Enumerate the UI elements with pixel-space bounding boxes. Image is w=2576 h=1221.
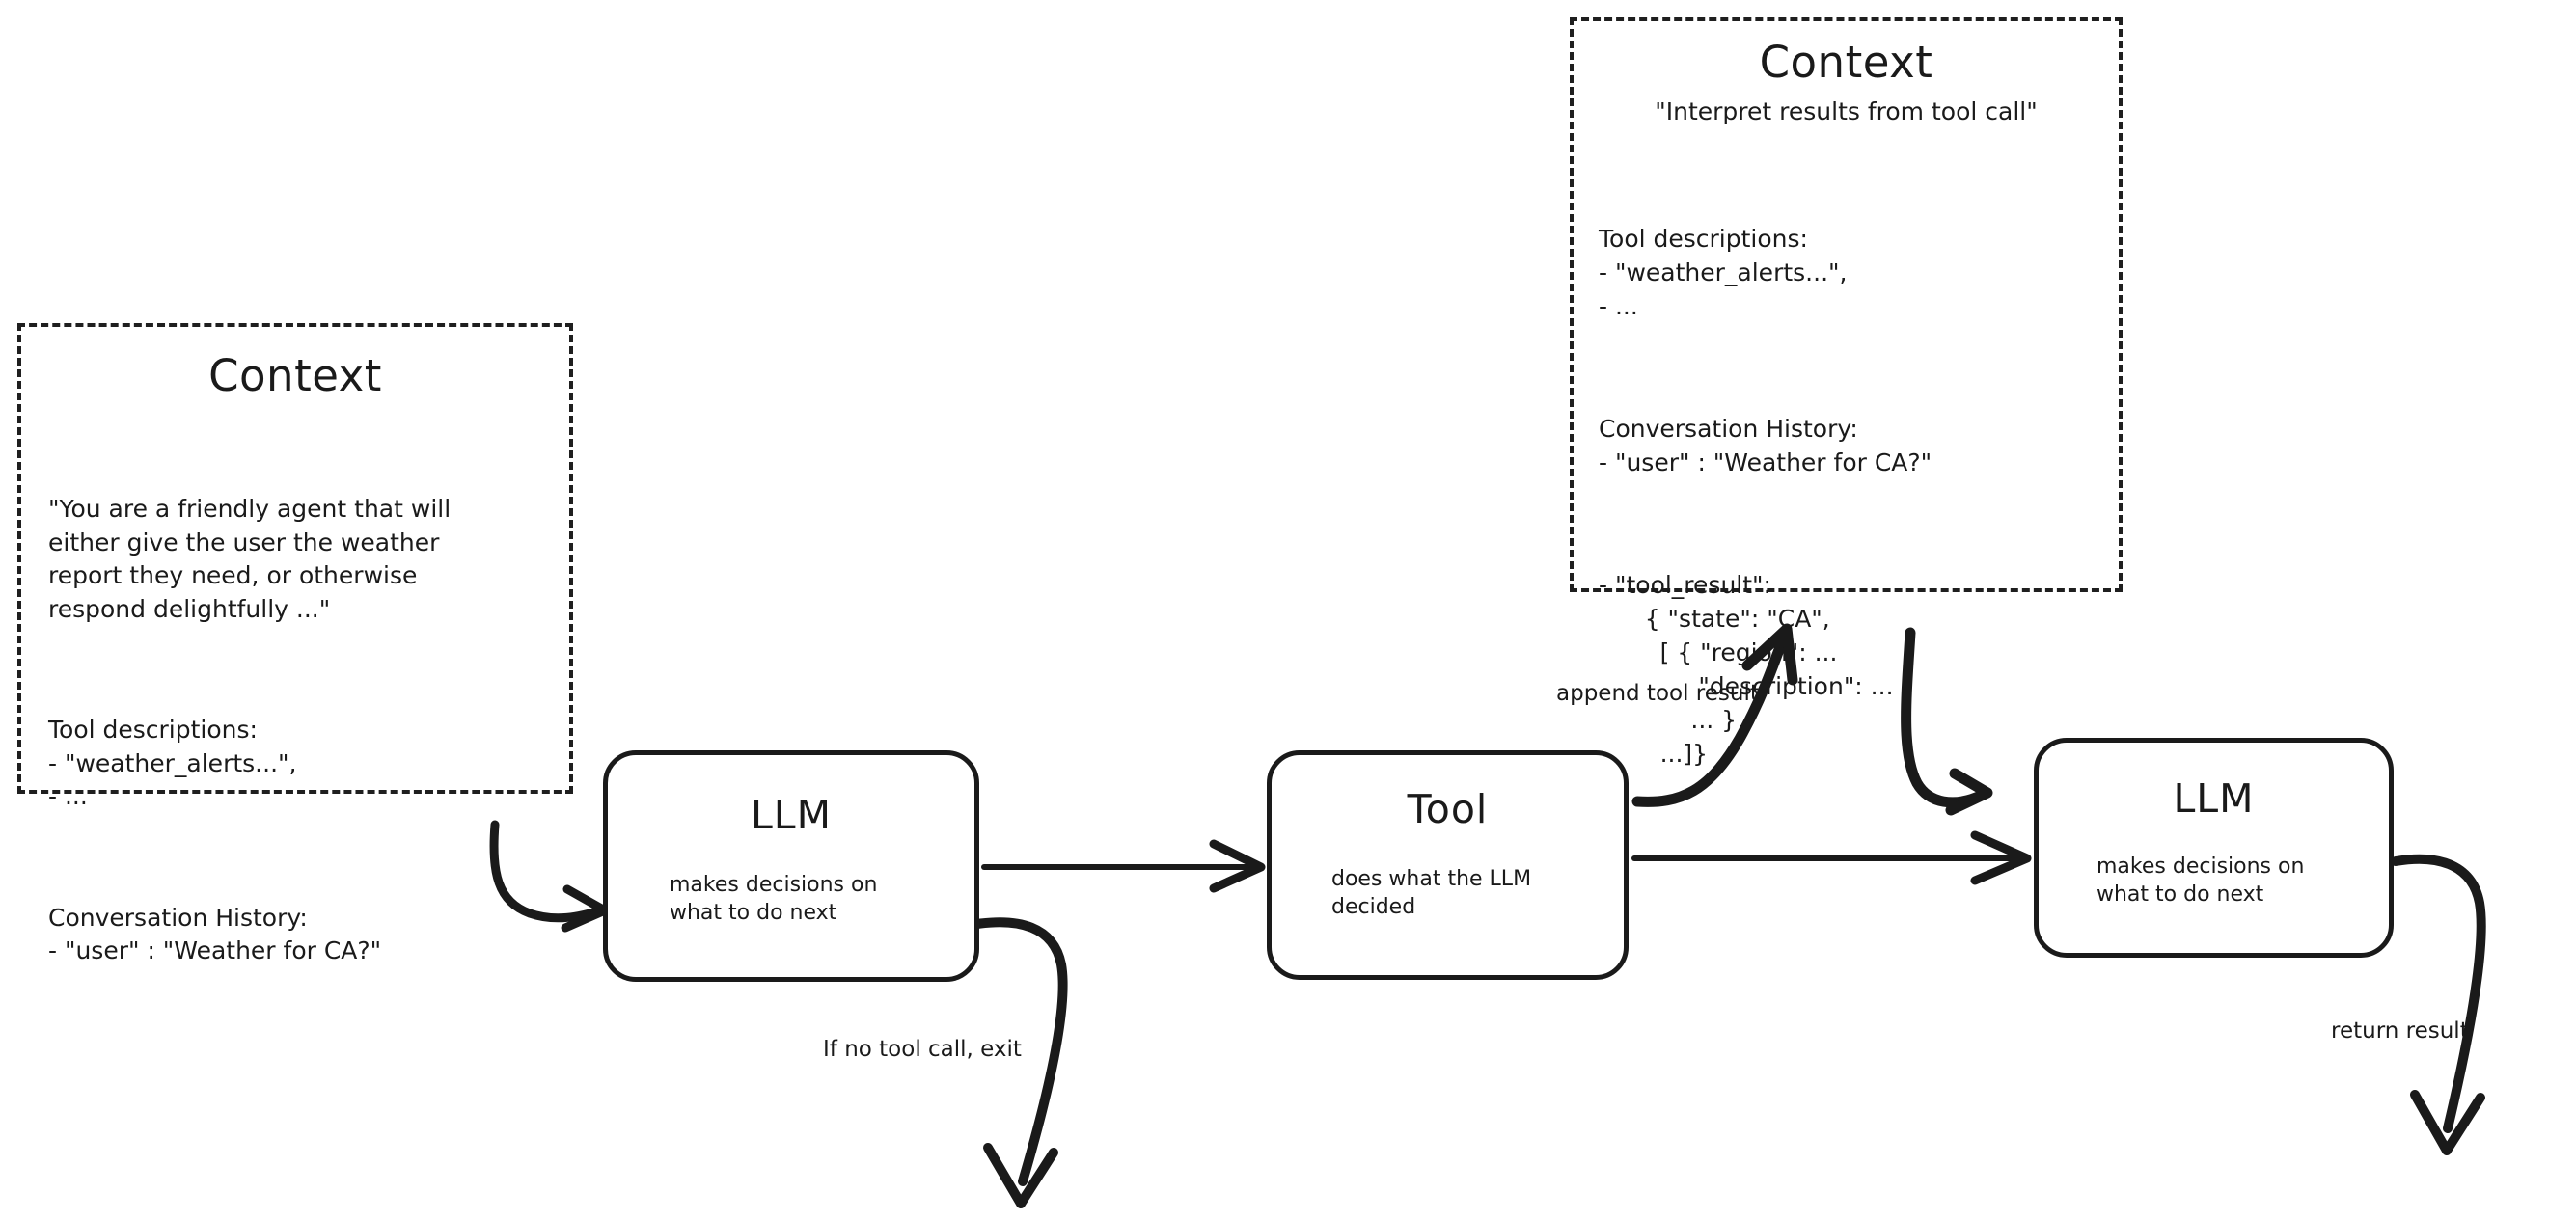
node-llm-second[interactable]: LLM makes decisions on what to do next xyxy=(2034,738,2394,958)
context-left-tool-descriptions-items: - "weather_alerts...", - ... xyxy=(48,748,297,811)
context-right-tool-descriptions-header: Tool descriptions: xyxy=(1599,225,1808,253)
context-right-conversation-header: Conversation History: xyxy=(1599,415,1858,443)
node-llm-first-title: LLM xyxy=(750,792,833,838)
context-right-tool-descriptions-items: - "weather_alerts...", - ... xyxy=(1599,258,1848,320)
context-right-lead: "Interpret results from tool call" xyxy=(1655,97,2038,125)
arrow-llm2-return xyxy=(2391,854,2486,1155)
edge-label-append-tool-result: append tool result xyxy=(1556,681,1759,706)
node-llm-first[interactable]: LLM makes decisions on what to do next xyxy=(603,750,979,982)
context-left-title: Context xyxy=(208,350,382,401)
node-llm-second-title: LLM xyxy=(2173,775,2255,822)
context-box-right: Context "Interpret results from tool cal… xyxy=(1570,17,2123,768)
arrow-llm1-exit xyxy=(973,917,1068,1208)
context-right-title: Context xyxy=(1759,37,1933,88)
node-llm-second-subtitle: makes decisions on what to do next xyxy=(2096,855,2305,908)
context-left-tool-descriptions: Tool descriptions: - "weather_alerts..."… xyxy=(48,714,542,814)
context-left-tool-descriptions-header: Tool descriptions: xyxy=(48,716,258,744)
node-llm-first-subtitle: makes decisions on what to do next xyxy=(670,873,878,926)
context-left-conversation-header: Conversation History: xyxy=(48,903,308,932)
context-right-conversation: Conversation History: - "user" : "Weathe… xyxy=(1599,412,2094,479)
edge-label-if-no-tool-call-exit: If no tool call, exit xyxy=(823,1037,1022,1062)
arrow-llm1-to-tool xyxy=(981,839,1266,893)
context-left-conversation-items: - "user" : "Weather for CA?" xyxy=(48,936,382,964)
arrow-tool-to-llm2 xyxy=(1631,830,2032,885)
context-right-tool-descriptions: Tool descriptions: - "weather_alerts..."… xyxy=(1599,222,2094,323)
node-tool-title: Tool xyxy=(1407,786,1489,832)
context-right-body: Tool descriptions: - "weather_alerts..."… xyxy=(1599,154,2094,838)
context-left-system-prompt: "You are a friendly agent that will eith… xyxy=(48,495,452,623)
node-tool[interactable]: Tool does what the LLM decided xyxy=(1267,750,1629,980)
context-left-conversation: Conversation History: - "user" : "Weathe… xyxy=(48,902,542,968)
edge-label-return-result: return result xyxy=(2331,1018,2469,1044)
context-right-conversation-items: - "user" : "Weather for CA?" xyxy=(1599,448,1932,476)
node-tool-subtitle: does what the LLM decided xyxy=(1331,867,1532,920)
context-left-body: "You are a friendly agent that will eith… xyxy=(48,426,542,1035)
context-box-left: Context "You are a friendly agent that w… xyxy=(17,323,573,964)
context-right-tool-result: - "tool_result": { "state": "CA", [ { "r… xyxy=(1599,571,1894,768)
